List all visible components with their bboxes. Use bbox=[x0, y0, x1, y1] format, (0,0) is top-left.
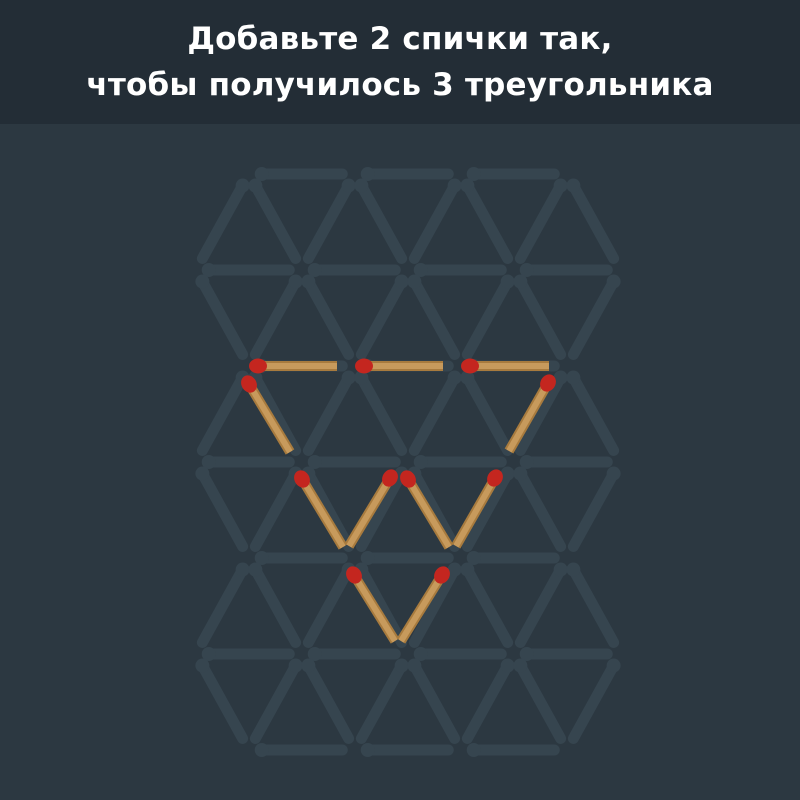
empty-match-slot[interactable] bbox=[413, 263, 507, 277]
empty-match-slot[interactable] bbox=[307, 455, 401, 469]
matchstick-board bbox=[0, 124, 800, 800]
empty-match-slot[interactable] bbox=[460, 370, 514, 456]
empty-match-slot[interactable] bbox=[248, 562, 302, 648]
empty-match-slot[interactable] bbox=[301, 658, 355, 744]
empty-match-slot[interactable] bbox=[302, 178, 356, 264]
empty-match-slot[interactable] bbox=[201, 263, 295, 277]
match-head bbox=[382, 469, 398, 487]
puzzle-title-line-1: Добавьте 2 спички так, bbox=[187, 21, 613, 57]
empty-match-slot[interactable] bbox=[355, 274, 409, 360]
empty-match-slot[interactable] bbox=[354, 370, 408, 456]
empty-match-slot[interactable] bbox=[567, 466, 621, 552]
empty-match-slot[interactable] bbox=[566, 370, 620, 456]
match-head bbox=[461, 358, 479, 374]
empty-match-slot[interactable] bbox=[408, 370, 462, 456]
empty-match-slot[interactable] bbox=[195, 466, 249, 552]
match-head bbox=[487, 469, 503, 487]
empty-match-slot[interactable] bbox=[566, 178, 620, 264]
empty-match-slot[interactable] bbox=[360, 167, 454, 181]
empty-match-slot[interactable] bbox=[566, 562, 620, 648]
empty-match-slot[interactable] bbox=[514, 370, 568, 456]
empty-match-slot[interactable] bbox=[249, 274, 303, 360]
empty-match-slot[interactable] bbox=[408, 562, 462, 648]
empty-match-slot[interactable] bbox=[195, 658, 249, 744]
empty-match-slot[interactable] bbox=[201, 455, 295, 469]
empty-match-slot[interactable] bbox=[307, 647, 401, 661]
empty-match-slot[interactable] bbox=[514, 178, 568, 264]
empty-match-slot[interactable] bbox=[407, 658, 461, 744]
empty-match-slot[interactable] bbox=[196, 178, 250, 264]
empty-match-slot[interactable] bbox=[201, 647, 295, 661]
empty-match-slot[interactable] bbox=[460, 178, 514, 264]
placed-matches-layer bbox=[238, 358, 559, 644]
match-head bbox=[249, 358, 267, 374]
empty-match-slot[interactable] bbox=[254, 551, 348, 565]
empty-match-slot[interactable] bbox=[196, 562, 250, 648]
empty-match-slot[interactable] bbox=[195, 274, 249, 360]
empty-match-slot[interactable] bbox=[302, 370, 356, 456]
matchstick[interactable] bbox=[355, 358, 443, 374]
matchstick[interactable] bbox=[397, 467, 454, 550]
empty-match-slot[interactable] bbox=[513, 466, 567, 552]
empty-match-slot[interactable] bbox=[461, 658, 515, 744]
empty-match-slot[interactable] bbox=[413, 647, 507, 661]
empty-match-slot[interactable] bbox=[466, 743, 560, 757]
empty-match-slot[interactable] bbox=[355, 658, 409, 744]
matchstick[interactable] bbox=[396, 563, 453, 644]
empty-match-slot[interactable] bbox=[408, 178, 462, 264]
match-head bbox=[400, 470, 416, 488]
puzzle-header: Добавьте 2 спички так, чтобы получилось … bbox=[0, 0, 800, 124]
empty-match-slot[interactable] bbox=[360, 551, 454, 565]
empty-match-slot[interactable] bbox=[460, 562, 514, 648]
empty-match-slot[interactable] bbox=[254, 743, 348, 757]
empty-match-slot[interactable] bbox=[513, 658, 567, 744]
match-head bbox=[294, 470, 310, 488]
empty-match-slot[interactable] bbox=[513, 274, 567, 360]
empty-match-slot[interactable] bbox=[519, 455, 613, 469]
empty-match-slot[interactable] bbox=[466, 551, 560, 565]
matchstick[interactable] bbox=[249, 358, 337, 374]
empty-match-slot[interactable] bbox=[519, 263, 613, 277]
empty-match-slot[interactable] bbox=[461, 274, 515, 360]
empty-match-slot[interactable] bbox=[301, 274, 355, 360]
matchstick[interactable] bbox=[343, 563, 400, 644]
matchstick[interactable] bbox=[451, 466, 506, 549]
empty-match-slot[interactable] bbox=[254, 167, 348, 181]
match-head bbox=[540, 374, 556, 392]
empty-match-slot[interactable] bbox=[360, 743, 454, 757]
matchstick[interactable] bbox=[291, 467, 348, 550]
matchstick-grid bbox=[195, 167, 621, 757]
match-head bbox=[346, 566, 362, 584]
empty-match-slot[interactable] bbox=[249, 658, 303, 744]
puzzle-title-line-2: чтобы получилось 3 треугольника bbox=[86, 67, 714, 103]
empty-match-slot[interactable] bbox=[413, 455, 507, 469]
matchstick[interactable] bbox=[238, 372, 295, 455]
empty-match-slot[interactable] bbox=[567, 274, 621, 360]
match-head bbox=[355, 358, 373, 374]
empty-match-slot[interactable] bbox=[466, 167, 560, 181]
match-head bbox=[241, 375, 257, 393]
empty-match-slot[interactable] bbox=[461, 466, 515, 552]
empty-match-slot[interactable] bbox=[567, 658, 621, 744]
empty-match-slot[interactable] bbox=[307, 263, 401, 277]
empty-match-slot[interactable] bbox=[514, 562, 568, 648]
empty-match-slot[interactable] bbox=[519, 647, 613, 661]
matchstick[interactable] bbox=[461, 358, 549, 374]
empty-match-slot[interactable] bbox=[248, 178, 302, 264]
empty-slot-layer bbox=[195, 167, 621, 757]
match-head bbox=[434, 566, 450, 584]
matchstick[interactable] bbox=[344, 466, 401, 549]
empty-match-slot[interactable] bbox=[354, 178, 408, 264]
matchstick[interactable] bbox=[504, 371, 559, 454]
empty-match-slot[interactable] bbox=[407, 274, 461, 360]
